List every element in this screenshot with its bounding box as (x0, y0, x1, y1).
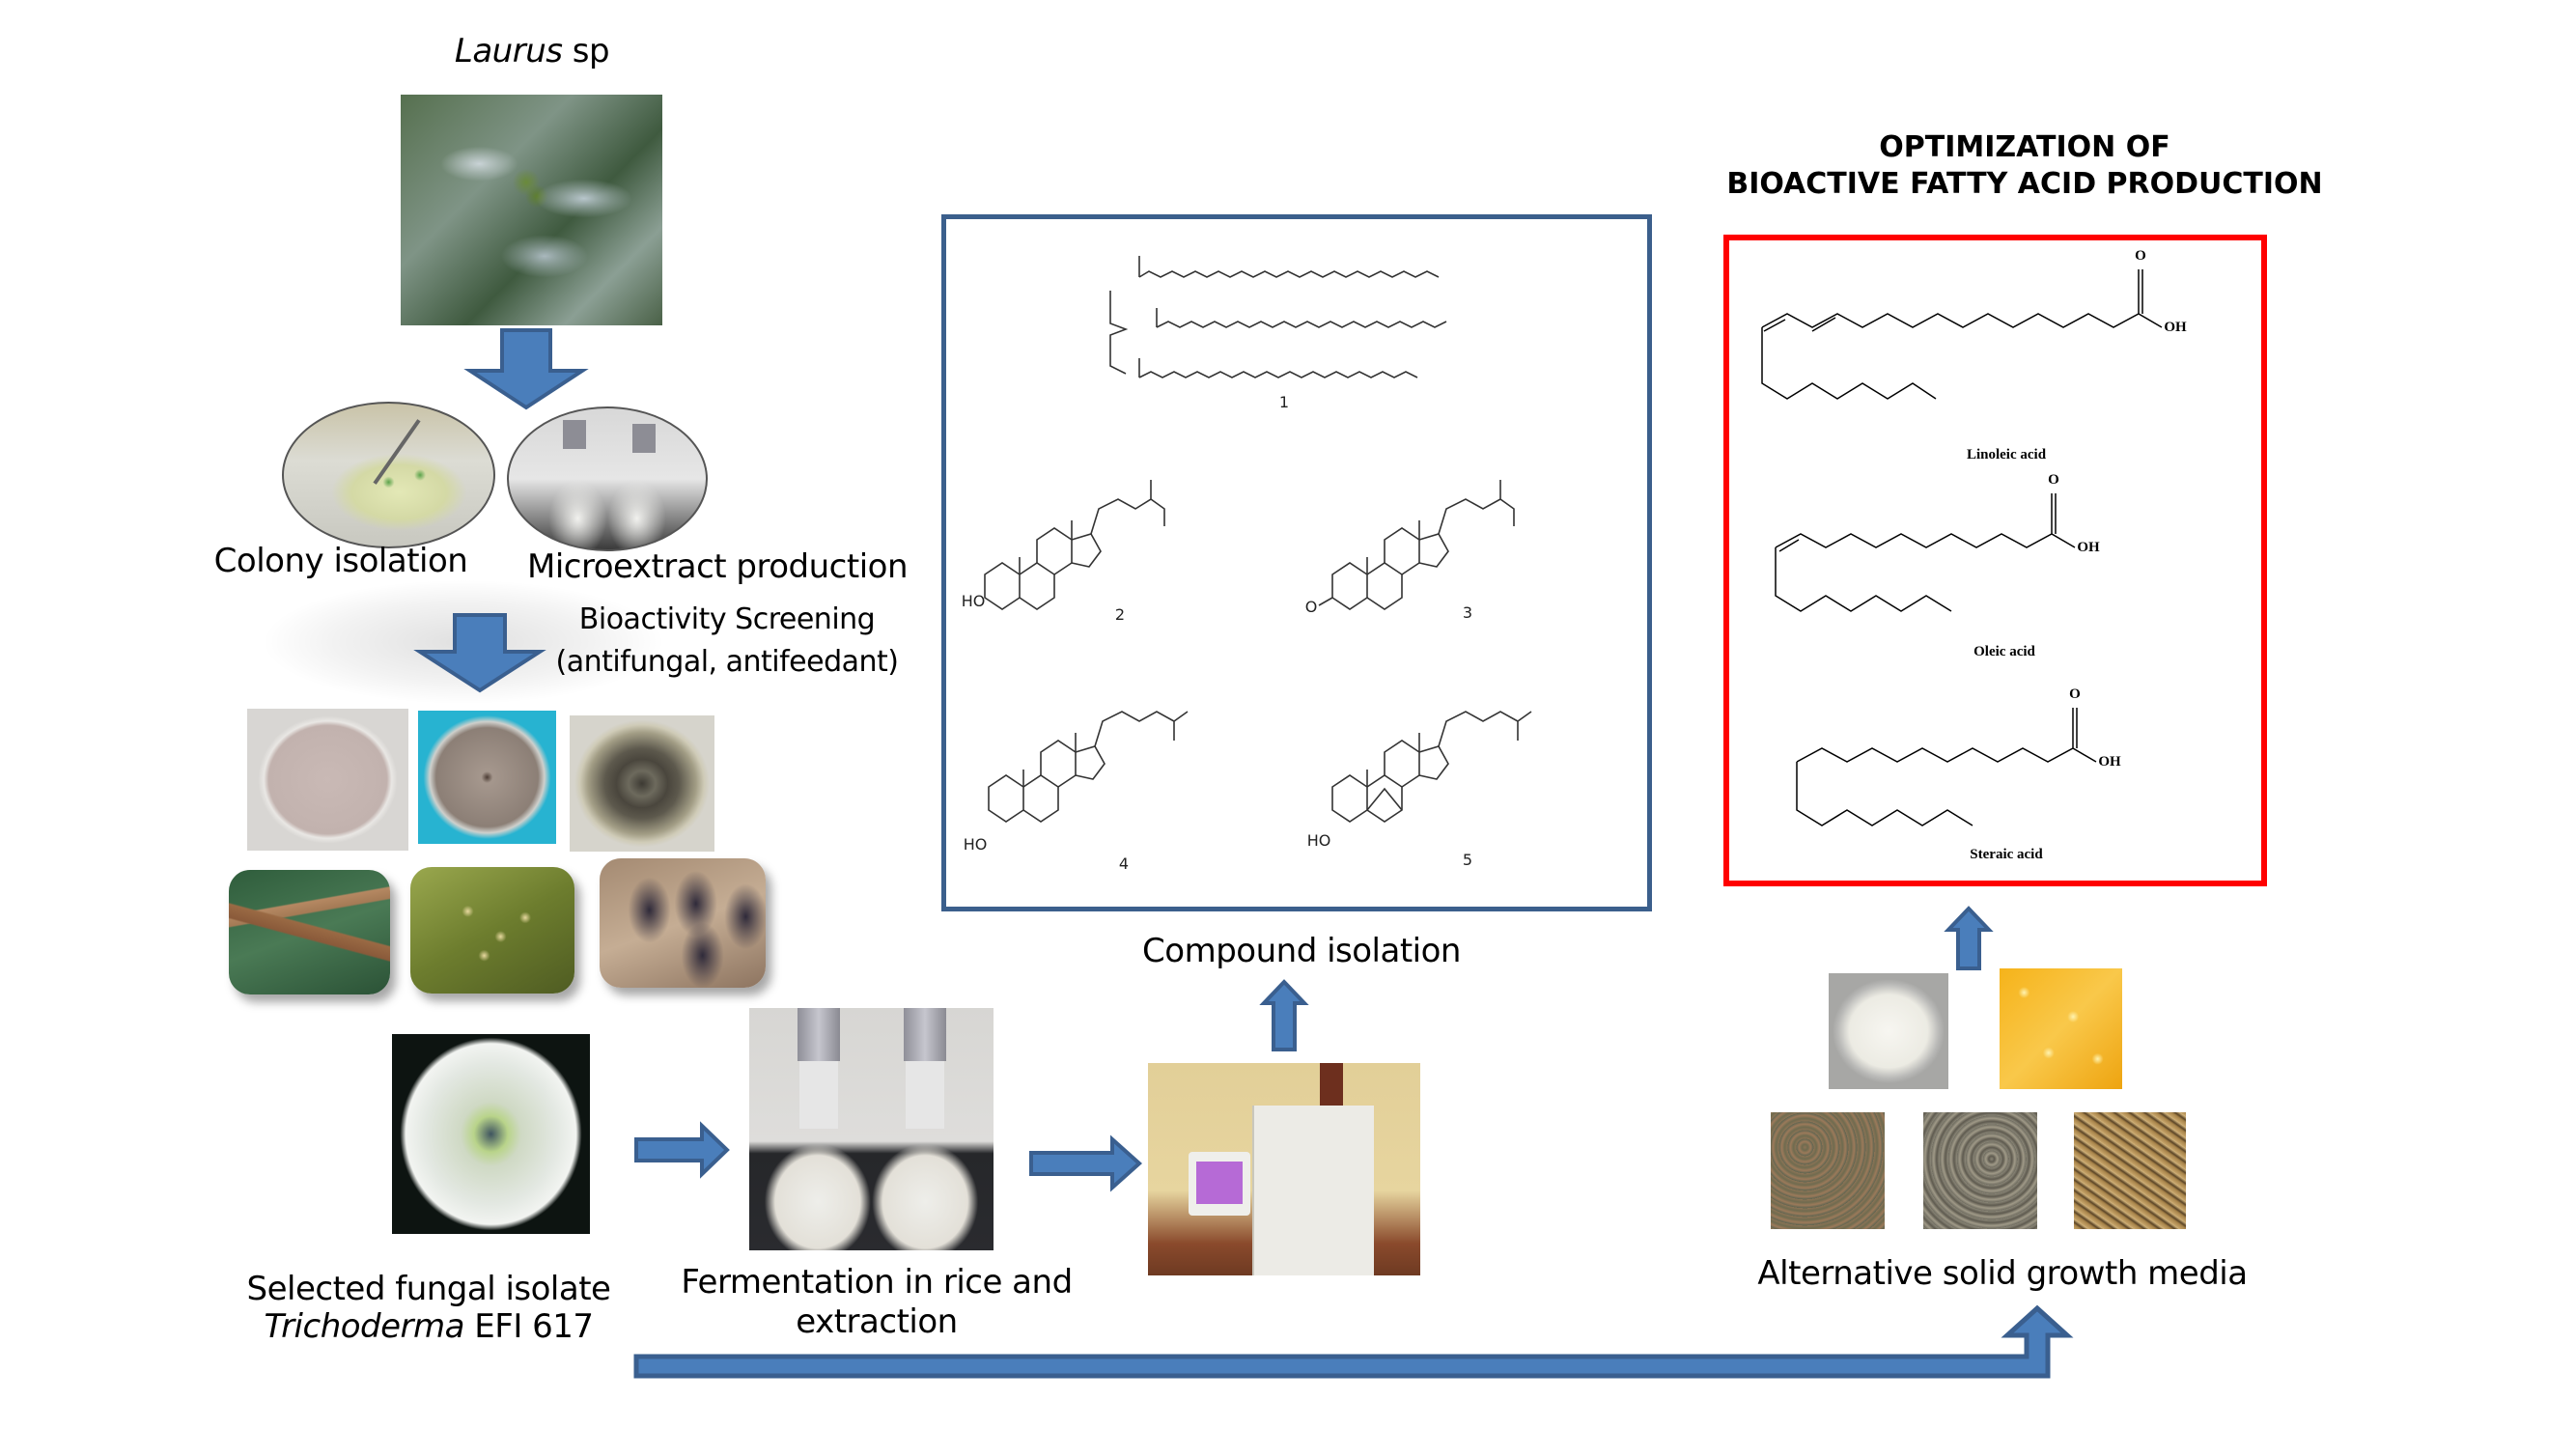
compound-3-structure (1318, 480, 1515, 610)
flask-foil-2 (904, 1008, 946, 1061)
selected-isolate-label: Selected fungal isolate (246, 1270, 611, 1308)
forceps (373, 419, 421, 485)
chromatography-equipment-photo (1148, 1063, 1420, 1275)
nymphs-photo (600, 858, 766, 988)
plant-species: sp (562, 32, 610, 70)
linoleic-o: O (2135, 248, 2146, 264)
colony-isolation-photo (282, 402, 495, 548)
linoleic-oh: OH (2164, 320, 2187, 335)
compound-isolation-label: Compound isolation (1142, 932, 1461, 970)
compound-2-number: 2 (1114, 605, 1126, 624)
fungal-plate-3 (570, 715, 714, 852)
monitor-screen (1196, 1162, 1243, 1204)
flask-foil-1 (798, 1008, 840, 1061)
optimization-title-line1: OPTIMIZATION OF (1879, 130, 2170, 164)
lentils-photo (1771, 1112, 1885, 1229)
corn-photo (2000, 968, 2122, 1089)
flask-neck-1 (799, 1061, 838, 1129)
arrow-bottom-long (633, 1304, 2074, 1379)
compound-1-chain-a (1138, 270, 1440, 278)
plant-label: Laurus sp (454, 32, 610, 70)
stearic-acid-label: Steraic acid (1970, 847, 2043, 862)
bioactivity-screening-sublabel: (antifungal, antifeedant) (555, 645, 900, 679)
fermentation-label-line2: extraction (796, 1302, 958, 1341)
flask-neck-2 (906, 1061, 944, 1129)
arrow-down-1 (463, 328, 589, 410)
compound-3-number: 3 (1462, 603, 1473, 622)
compound-2-structure (984, 480, 1165, 610)
trichoderma-plate-photo (392, 1034, 590, 1234)
fatty-acids-box: O OH Linoleic acid O OH Oleic acid O OH … (1723, 235, 2267, 886)
fungal-plate-2 (418, 711, 556, 844)
compound-5-ho: HO (1306, 831, 1331, 850)
barley-photo (2074, 1112, 2186, 1229)
arrow-up-optimization (1944, 906, 1994, 970)
growth-media-label: Alternative solid growth media (1757, 1254, 2248, 1293)
compound-1-chain-b (1156, 321, 1447, 328)
microextract-photo (507, 406, 708, 551)
compound-2-ho: HO (961, 592, 986, 610)
colony-isolation-label: Colony isolation (213, 542, 468, 580)
stearic-oh: OH (2098, 754, 2121, 770)
compound-3-o: O (1304, 598, 1318, 616)
trichoderma-genus: Trichoderma (264, 1307, 464, 1346)
millet-photo (1923, 1112, 2037, 1229)
compound-5-structure (1331, 711, 1532, 823)
solvent-bottle (1320, 1063, 1343, 1106)
stearic-acid-structure (1796, 708, 2097, 826)
trichoderma-strain: EFI 617 (463, 1307, 594, 1346)
compound-1-carbonyls (1138, 256, 1158, 378)
oleic-acid-structure (1775, 493, 2076, 612)
flask-cap-2 (632, 424, 656, 453)
oleic-oh: OH (2077, 540, 2100, 555)
laurus-plant-photo (401, 95, 662, 325)
caterpillars-photo (229, 870, 390, 994)
fermentation-flasks-photo (749, 1008, 994, 1250)
arrow-right-2 (1029, 1134, 1143, 1192)
plant-genus: Laurus (454, 32, 563, 70)
linoleic-acid-structure (1761, 269, 2163, 400)
fungal-plate-1 (247, 709, 408, 851)
aphids-photo (410, 867, 574, 994)
stearic-o: O (2069, 686, 2081, 702)
optimization-title-line2: BIOACTIVE FATTY ACID PRODUCTION (1726, 167, 2323, 201)
oleic-o: O (2048, 472, 2059, 488)
isolated-compounds-box: 1 2 3 4 5 HO O HO HO (941, 214, 1652, 911)
lc-instrument (1252, 1106, 1374, 1275)
arrow-right-1 (634, 1121, 730, 1179)
compound-structures (984, 256, 1532, 823)
microextract-label: Microextract production (527, 547, 909, 586)
compound-4-ho: HO (963, 835, 988, 854)
compound-1-number: 1 (1278, 393, 1290, 411)
oleic-acid-label: Oleic acid (1973, 644, 2035, 659)
bioactivity-screening-label: Bioactivity Screening (578, 602, 876, 636)
trichoderma-strain-label: Trichoderma EFI 617 (264, 1307, 594, 1346)
compound-1-glycerol (1109, 291, 1129, 375)
fatty-acid-structures (1761, 269, 2163, 826)
fermentation-label-line1: Fermentation in rice and (681, 1263, 1073, 1302)
arrow-up-compound (1259, 979, 1309, 1051)
linoleic-acid-label: Linoleic acid (1966, 447, 2047, 462)
rice-photo (1829, 973, 1948, 1089)
compound-1-chain-c (1138, 371, 1418, 378)
compound-5-number: 5 (1462, 851, 1473, 869)
arrow-down-2 (413, 613, 546, 693)
flask-cap-1 (563, 420, 586, 449)
compound-4-number: 4 (1118, 854, 1130, 873)
compound-4-structure (988, 711, 1189, 823)
